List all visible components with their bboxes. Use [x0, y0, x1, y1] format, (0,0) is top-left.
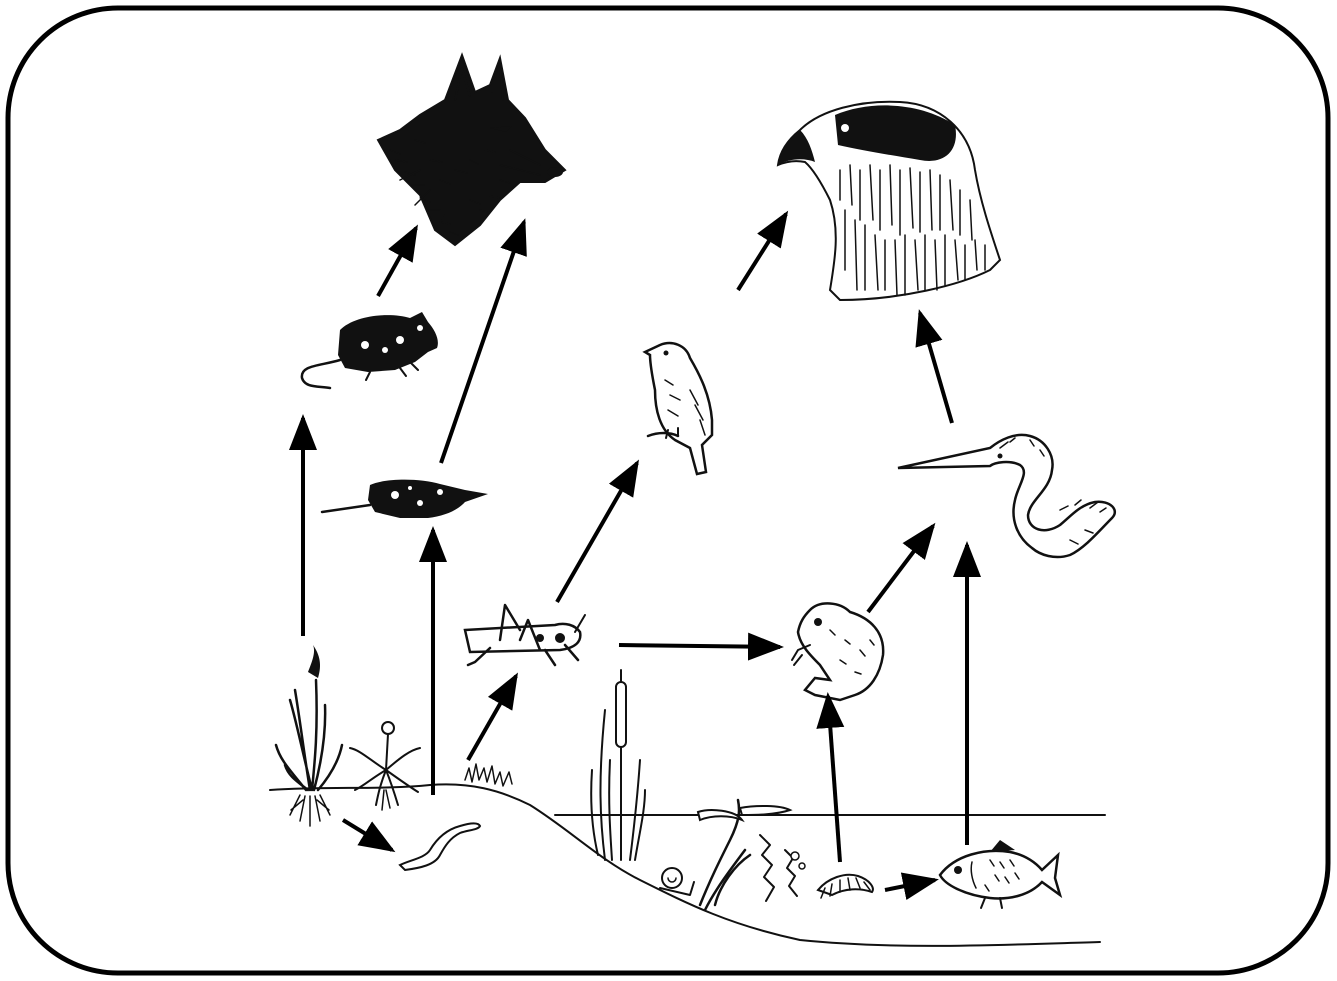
arrow-grasshopper-to-frog [619, 645, 780, 647]
diagram-frame [8, 8, 1328, 973]
